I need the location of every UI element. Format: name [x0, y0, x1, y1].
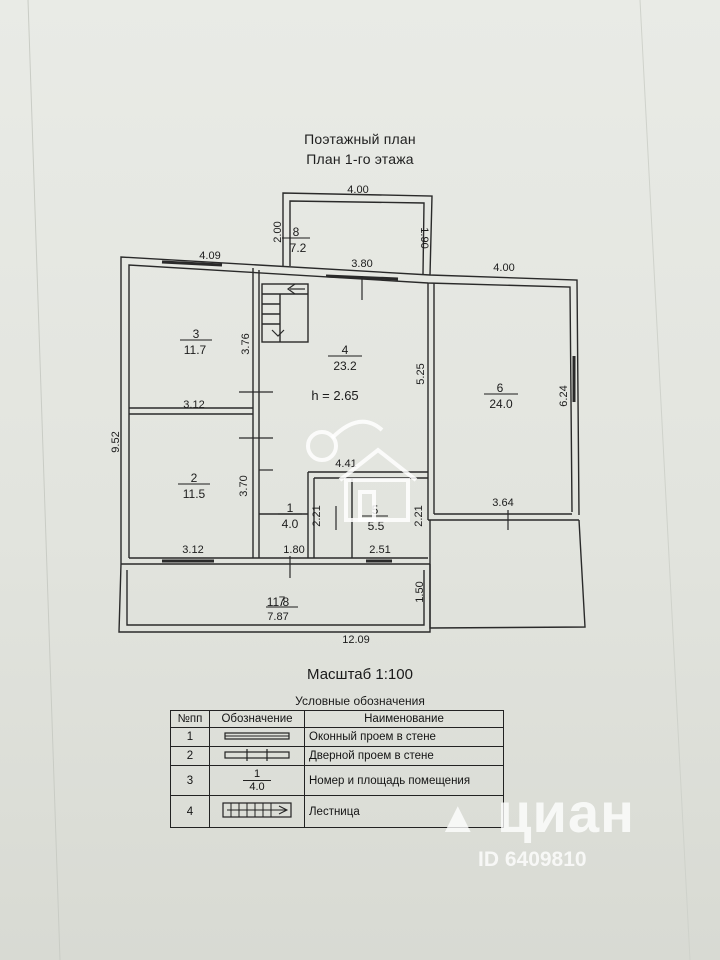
- dim-2-51: 2.51: [369, 544, 390, 556]
- legend-header-num: №пп: [170, 710, 210, 728]
- room-7-number: 7: [279, 594, 286, 608]
- dim-3-80: 3.80: [351, 258, 372, 270]
- watermark-id: ID 6409810: [478, 848, 587, 871]
- floor-plan: 8 7.2 3 11.7 4 23.2 h = 2.65 6 24.0 2 11…: [110, 184, 586, 646]
- legend-row-num: 4: [170, 795, 210, 828]
- dim-1-80: 1.80: [283, 544, 304, 556]
- room-3-area: 11.7: [184, 343, 207, 357]
- legend-sample-area: 4.0: [243, 780, 271, 793]
- legend-row-num: 1: [170, 727, 210, 747]
- legend-title: Условные обозначения: [295, 694, 425, 708]
- dim-2-21-a: 2.21: [311, 505, 323, 526]
- legend-row-name: Оконный проем в стене: [304, 727, 504, 747]
- room-6-number: 6: [497, 381, 504, 395]
- ceiling-height: h = 2.65: [311, 388, 358, 403]
- stair-symbol-icon: [209, 795, 305, 828]
- room-5-area: 5.5: [368, 519, 385, 533]
- legend-row-name: Дверной проем в стене: [304, 746, 504, 766]
- stair-arrow-icon: [271, 283, 305, 337]
- legend-header-row: №пп Обозначение Наименование: [170, 710, 504, 728]
- room-8-number: 8: [293, 225, 300, 239]
- room-2-area: 11.5: [183, 487, 206, 501]
- door-openings: [239, 276, 509, 578]
- dim-3-12-mid: 3.12: [183, 399, 204, 411]
- scale-label: Масштаб 1:100: [307, 666, 413, 683]
- legend-row-name: Номер и площадь помещения: [304, 765, 504, 796]
- room-6-area: 24.0: [489, 397, 513, 411]
- legend-row-num: 3: [170, 765, 210, 796]
- legend-row-name: Лестница: [304, 795, 504, 828]
- legend-row: 2 Дверной проем в стене: [170, 746, 504, 766]
- legend-header-symbol: Обозначение: [209, 710, 305, 728]
- room-1-area: 4.0: [282, 517, 299, 531]
- door-symbol-icon: [209, 746, 305, 766]
- room-4-area: 23.2: [333, 359, 357, 373]
- plan-subtitle: План 1-го этажа: [306, 151, 414, 167]
- dim-1-50: 1.50: [414, 581, 426, 602]
- dim-4-41: 4.41: [335, 458, 356, 470]
- dim-4-00-top: 4.00: [347, 184, 368, 196]
- room-8-area: 7.2: [290, 241, 307, 255]
- room-3-number: 3: [193, 327, 200, 341]
- dim-4-00-right: 4.00: [493, 262, 514, 274]
- dim-7-87: 7.87: [267, 611, 288, 623]
- room-2-number: 2: [191, 471, 198, 485]
- watermark-brand-text: циан: [497, 781, 635, 844]
- watermark-house-logo-icon: [306, 419, 418, 522]
- dim-3-64: 3.64: [492, 497, 513, 509]
- dim-2-21-b: 2.21: [413, 505, 425, 526]
- dim-3-76: 3.76: [240, 333, 252, 354]
- dim-3-70: 3.70: [238, 475, 250, 496]
- dim-6-24: 6.24: [558, 385, 570, 406]
- legend-row: 4 Лестница: [170, 795, 504, 828]
- legend-sample-number: 1: [253, 768, 261, 780]
- legend-table: №пп Обозначение Наименование 1 Оконный п…: [170, 710, 504, 828]
- dim-5-25: 5.25: [415, 363, 427, 384]
- window-symbol-icon: [209, 727, 305, 747]
- legend-row-num: 2: [170, 746, 210, 766]
- room-7-area-label: 11.8: [267, 595, 290, 609]
- legend-header-name: Наименование: [304, 710, 504, 728]
- room-1-number: 1: [287, 501, 294, 515]
- room-4-number: 4: [342, 343, 349, 357]
- dim-12-09: 12.09: [342, 634, 370, 646]
- dim-4-09: 4.09: [199, 250, 220, 262]
- dim-1-90: 1.90: [418, 227, 430, 248]
- legend-row: 1 Оконный проем в стене: [170, 727, 504, 747]
- dim-3-12-bottom: 3.12: [182, 544, 203, 556]
- watermark-brand: ▲ циан: [436, 780, 635, 845]
- room-label-symbol-icon: 1 4.0: [209, 765, 305, 796]
- plan-title: Поэтажный план: [304, 131, 416, 147]
- dim-9-52: 9.52: [110, 431, 122, 452]
- dim-2-00: 2.00: [272, 221, 284, 242]
- legend-row: 3 1 4.0 Номер и площадь помещения: [170, 765, 504, 796]
- watermark-logo-icon: ▲: [436, 793, 481, 842]
